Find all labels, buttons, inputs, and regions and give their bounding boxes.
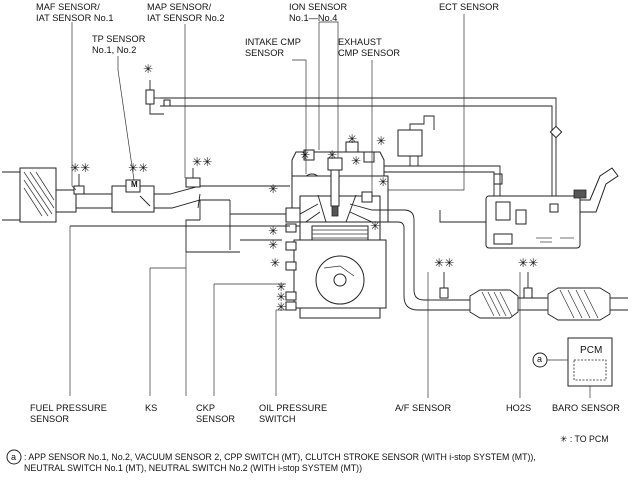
maf-iat-sensor-label: MAF SENSOR/ IAT SENSOR No.1 (36, 2, 114, 23)
ect-sensor-label: ECT SENSOR (439, 2, 500, 12)
asterisk-ks: ✳ (268, 238, 279, 252)
asterisk-af: ✳✳ (434, 256, 455, 270)
throttle-motor-mark: M (131, 180, 138, 189)
fuel-pressure-sensor-label: FUEL PRESSURE SENSOR (30, 403, 107, 424)
ks-label: KS (145, 403, 158, 413)
to-pcm-legend: ✳ : TO PCM (560, 434, 609, 444)
asterisk-oil-3: ✳ (276, 300, 287, 314)
pcm-a-marker: a (537, 354, 543, 364)
asterisk-ho2s: ✳✳ (518, 256, 539, 270)
asterisk-ion-3: ✳ (376, 134, 387, 148)
purge-solenoid (145, 80, 171, 115)
leader-lines (69, 14, 591, 398)
map-sensor (185, 168, 201, 188)
tp-sensor-label: TP SENSOR No.1, No.2 (92, 34, 146, 55)
asterisk-intake-cmp: ✳ (300, 148, 311, 162)
intake-cmp-sensor-label: INTAKE CMP SENSOR (245, 37, 301, 58)
ckp-sensor-label: CKP SENSOR (196, 403, 236, 424)
footnote-marker-circle (6, 449, 22, 465)
af-sensor-label: A/F SENSOR (395, 403, 452, 413)
asterisk-oil-2: ✳ (276, 290, 287, 304)
asterisk-fuel-pressure: ✳ (268, 224, 279, 238)
exhaust-system (388, 209, 628, 321)
intake-duct (76, 185, 290, 253)
asterisk-cam: ✳ (268, 182, 279, 196)
baro-sensor-label: BARO SENSOR (552, 403, 620, 413)
oil-pressure-switch-label: OIL PRESSURE SWITCH (259, 403, 328, 424)
maf-sensor (73, 174, 85, 195)
fuel-rail (70, 207, 301, 227)
map-iat2-sensor-label: MAP SENSOR/ IAT SENSOR No.2 (147, 2, 225, 23)
fuel-tank (160, 97, 619, 249)
asterisk-ion-1: ✳ (327, 148, 338, 162)
asterisk-ect: ✳ (370, 219, 381, 233)
footnote-a-marker: a (11, 452, 17, 462)
footnote-line-2: NEUTRAL SWITCH No.1 (MT), NEUTRAL SWITCH… (24, 463, 363, 473)
asterisk-ion-4: ✳ (351, 154, 362, 168)
exhaust-cmp-sensor-label: EXHAUST CMP SENSOR (338, 37, 401, 58)
footnote-line-1: : APP SENSOR No.1, No.2, VACUUM SENSOR 2… (24, 452, 536, 462)
pcm-module (532, 337, 613, 387)
ho2s-label: HO2S (506, 403, 532, 413)
air-cleaner (2, 167, 77, 223)
pcm-label: PCM (580, 345, 603, 356)
asterisk-ion-2: ✳ (347, 132, 358, 146)
tp-sensor-throttle (111, 179, 155, 213)
asterisk-exhaust-cmp: ✳ (378, 175, 389, 189)
asterisk-tp: ✳✳ (128, 161, 149, 175)
ion-sensor-label: ION SENSOR No.1—No.4 (289, 2, 348, 23)
asterisk-maf: ✳✳ (70, 161, 91, 175)
asterisk-purge: ✳ (143, 62, 154, 76)
asterisk-ckp: ✳ (270, 256, 281, 270)
engine (282, 141, 389, 319)
asterisk-map: ✳✳ (192, 155, 213, 169)
asterisk-oil-1: ✳ (276, 280, 287, 294)
